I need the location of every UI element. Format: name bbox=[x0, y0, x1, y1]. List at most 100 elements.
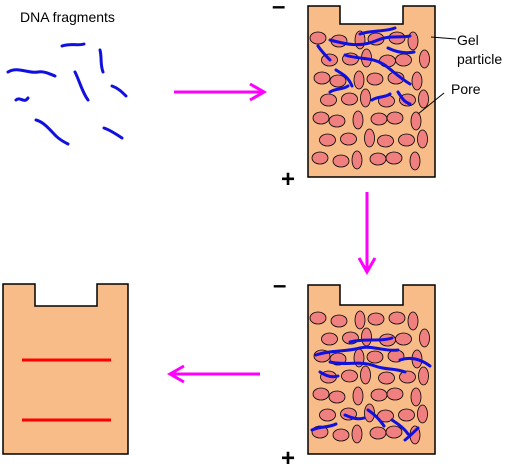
dna-strand bbox=[358, 26, 397, 36]
minus-sign-bottom: – bbox=[273, 272, 286, 299]
gel-particle bbox=[370, 388, 388, 402]
gel-particle bbox=[410, 111, 422, 131]
gel-particle bbox=[366, 72, 384, 86]
dna-fragments-label: DNA fragments bbox=[20, 9, 115, 25]
arrow-right bbox=[174, 82, 268, 102]
dna-strand bbox=[366, 408, 386, 428]
gel-particle bbox=[330, 314, 348, 328]
gel-particle bbox=[370, 112, 388, 126]
gel-particle bbox=[328, 114, 346, 128]
gel-particle bbox=[419, 328, 430, 348]
dna-strand bbox=[343, 53, 412, 86]
gel-particle bbox=[366, 350, 384, 364]
gel-particle bbox=[341, 369, 358, 383]
particle-label: particle bbox=[457, 51, 502, 67]
arrow-down bbox=[357, 192, 377, 276]
gel-particle bbox=[379, 54, 396, 68]
gel-particle bbox=[360, 365, 371, 385]
gel-particle bbox=[410, 387, 422, 407]
gel-particle bbox=[378, 371, 395, 385]
dna-strand bbox=[370, 92, 392, 102]
gel-particle bbox=[340, 132, 357, 146]
dna-strand bbox=[310, 422, 338, 432]
gel-particle bbox=[313, 71, 331, 85]
dna-strand bbox=[6, 68, 57, 78]
gel-particle bbox=[399, 370, 416, 384]
dna-in-gel-bottom bbox=[310, 336, 432, 442]
gel-particles-bottom bbox=[309, 310, 430, 445]
plus-sign-top: + bbox=[281, 166, 295, 193]
gel-particle bbox=[309, 311, 327, 325]
gel-particle bbox=[398, 408, 415, 422]
gel-label: Gel bbox=[457, 32, 479, 48]
gel-particle bbox=[387, 71, 405, 85]
gel-particle bbox=[361, 327, 372, 347]
gel-particle bbox=[364, 403, 375, 423]
gel-particle bbox=[352, 386, 364, 406]
gel-particle bbox=[309, 31, 327, 45]
gel-particle bbox=[385, 151, 403, 165]
gel-particle bbox=[418, 89, 429, 109]
dna-strand bbox=[398, 356, 432, 368]
dna-strand bbox=[98, 48, 105, 74]
dna-strand bbox=[343, 413, 366, 421]
gel-particle bbox=[419, 49, 430, 69]
plus-sign-bottom: + bbox=[281, 445, 295, 467]
gel-particle bbox=[311, 151, 329, 165]
gel-bottom-right bbox=[307, 284, 436, 455]
gel-particle bbox=[312, 387, 330, 401]
gel-particle bbox=[353, 70, 365, 90]
gel-particle-pointer bbox=[430, 36, 457, 40]
gel-particle bbox=[395, 332, 412, 346]
result-gel bbox=[2, 283, 129, 455]
gel-particle bbox=[407, 311, 419, 331]
dna-strand bbox=[396, 90, 412, 106]
gel-particle bbox=[319, 133, 336, 147]
gel-particle bbox=[385, 425, 403, 439]
dna-in-gel-top bbox=[316, 26, 416, 106]
gel-particle bbox=[398, 133, 415, 147]
dna-strand bbox=[14, 96, 30, 102]
dna-strand bbox=[386, 46, 416, 55]
gel-particle bbox=[386, 387, 404, 401]
gel-outline-result bbox=[2, 283, 129, 455]
gel-particle bbox=[364, 128, 375, 148]
gel-particle bbox=[320, 93, 337, 107]
dna-strand bbox=[348, 336, 394, 344]
gel-particle bbox=[354, 310, 366, 330]
dna-strand bbox=[316, 44, 332, 62]
dna-strand bbox=[328, 84, 350, 94]
gel-particle bbox=[399, 93, 416, 107]
gel-particle bbox=[329, 74, 347, 88]
dna-strand bbox=[318, 370, 340, 379]
dna-strand bbox=[73, 70, 90, 102]
dna-strand bbox=[390, 418, 410, 436]
gel-particle bbox=[418, 366, 429, 386]
gel-particle bbox=[367, 312, 385, 326]
dna-strand bbox=[403, 426, 420, 442]
dna-strand bbox=[60, 42, 86, 48]
gel-particle bbox=[360, 88, 371, 108]
gel-particle bbox=[411, 71, 423, 91]
gel-particle bbox=[377, 134, 394, 148]
gel-particle bbox=[352, 110, 364, 130]
gel-particle bbox=[332, 428, 350, 442]
gel-particle bbox=[369, 426, 387, 440]
dna-strand bbox=[314, 345, 400, 357]
dna-strand bbox=[328, 360, 407, 374]
gel-particle bbox=[321, 332, 338, 346]
gel-particle bbox=[388, 311, 406, 325]
dna-strand bbox=[328, 34, 412, 47]
gel-particle bbox=[328, 390, 346, 404]
gel-particle bbox=[312, 111, 330, 125]
gel-particle bbox=[395, 53, 412, 67]
gel-particle bbox=[351, 150, 363, 170]
minus-sign-top: – bbox=[272, 0, 285, 20]
gel-particle bbox=[351, 424, 363, 444]
gel-particle bbox=[409, 151, 421, 171]
arrow-left bbox=[166, 364, 260, 384]
gel-particle bbox=[341, 92, 358, 106]
dna-strand bbox=[110, 84, 128, 98]
free-dna-fragments bbox=[6, 42, 128, 146]
